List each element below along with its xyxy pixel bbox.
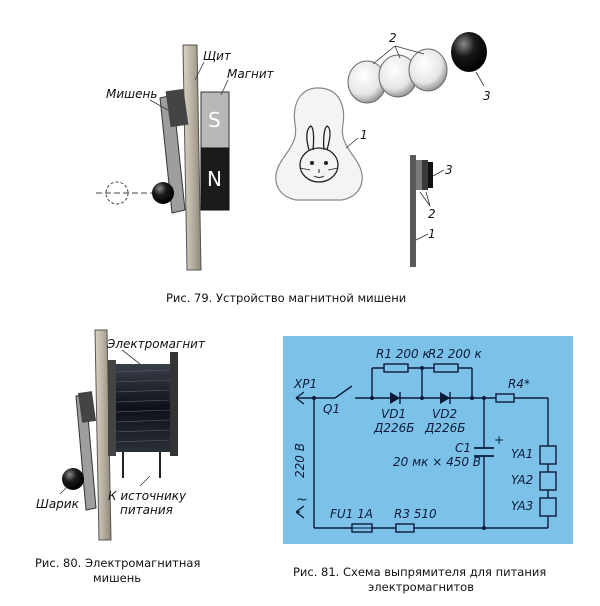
fig81-label-c1: C1 (455, 441, 471, 455)
fig79-callout-2b: 2 (428, 207, 436, 221)
fig79-ball (152, 182, 174, 204)
fig81-rectifier-schematic: XP1 Q1 R1 200 к R2 200 к R4* VD1 Д226Б V… (283, 336, 573, 544)
fig79-magnet-discs: 2 3 (347, 31, 491, 104)
fig79-pole-n: N (207, 167, 222, 191)
fig81-label-vd2-type: Д226Б (424, 421, 466, 435)
fig81-label-ya3: YA3 (511, 499, 533, 513)
fig81-caption-line2: электромагнитов (368, 580, 474, 594)
fig80-ball (62, 468, 84, 490)
fig79-pole-s: S (208, 108, 221, 132)
fig81-label-c1-value: 20 мк × 450 В (393, 455, 481, 469)
fig79-magnet-n (200, 147, 230, 211)
fig79-black-disc (451, 32, 487, 72)
fig80-label-ball: Шарик (36, 497, 80, 511)
fig79-callout-3a: 3 (483, 89, 491, 103)
fig79-bunny-target: 1 (275, 87, 368, 201)
fig81-label-vd1: VD1 (381, 407, 406, 421)
fig81-label-r4: R4* (508, 377, 530, 391)
fig81-background (283, 336, 573, 544)
fig79-target-block (165, 88, 189, 128)
fig79-callout-1b: 1 (428, 227, 436, 241)
fig81-label-voltage: 220 В (293, 443, 307, 478)
fig81-label-vd1-type: Д226Б (373, 421, 415, 435)
fig80-electromagnet-drawing: Электромагнит Шарик К источнику питания (36, 329, 206, 541)
fig79-magnet-s (200, 91, 230, 149)
fig80-label-to-power-1: К источнику (108, 489, 187, 503)
fig81-label-ya1: YA1 (511, 447, 533, 461)
fig79-callout-3b: 3 (445, 163, 453, 177)
fig81-label-r1: R1 200 к (376, 347, 431, 361)
fig81-label-vd2: VD2 (432, 407, 457, 421)
fig79-bunny-shape (275, 87, 363, 201)
fig79-caption: Рис. 79. Устройство магнитной мишени (166, 291, 407, 305)
fig79-disc-3 (408, 48, 448, 92)
fig79-side-view: 3 2 1 (410, 155, 453, 267)
fig80-caption-line2: мишень (93, 571, 142, 585)
fig81-label-ac: ~ (296, 492, 308, 508)
fig80-coil (116, 364, 170, 452)
fig80-label-electromagnet: Электромагнит (106, 337, 206, 351)
fig81-label-ya2: YA2 (511, 473, 533, 487)
fig81-label-fu1: FU1 1A (330, 507, 373, 521)
fig81-label-xp1: XP1 (293, 377, 317, 391)
fig81-label-r3: R3 510 (394, 507, 437, 521)
fig79-label-target: Мишень (106, 87, 157, 101)
fig81-label-q1: Q1 (323, 402, 340, 416)
fig79-callout-1a: 1 (360, 128, 368, 142)
fig81-label-plus: + (494, 433, 504, 447)
fig79-label-shield: Щит (203, 49, 232, 63)
fig79-magnet-target-drawing: S N Щит Магнит Мишень (96, 44, 275, 271)
fig80-label-to-power-2: питания (120, 503, 173, 517)
fig79-callout-2a: 2 (389, 31, 397, 45)
fig81-label-r2: R2 200 к (428, 347, 483, 361)
fig80-board (94, 329, 112, 541)
fig80-caption-line1: Рис. 80. Электромагнитная (35, 556, 201, 570)
fig81-caption-line1: Рис. 81. Схема выпрямителя для питания (293, 565, 547, 579)
fig79-shield-board (182, 44, 202, 271)
fig79-label-magnet: Магнит (227, 67, 275, 81)
